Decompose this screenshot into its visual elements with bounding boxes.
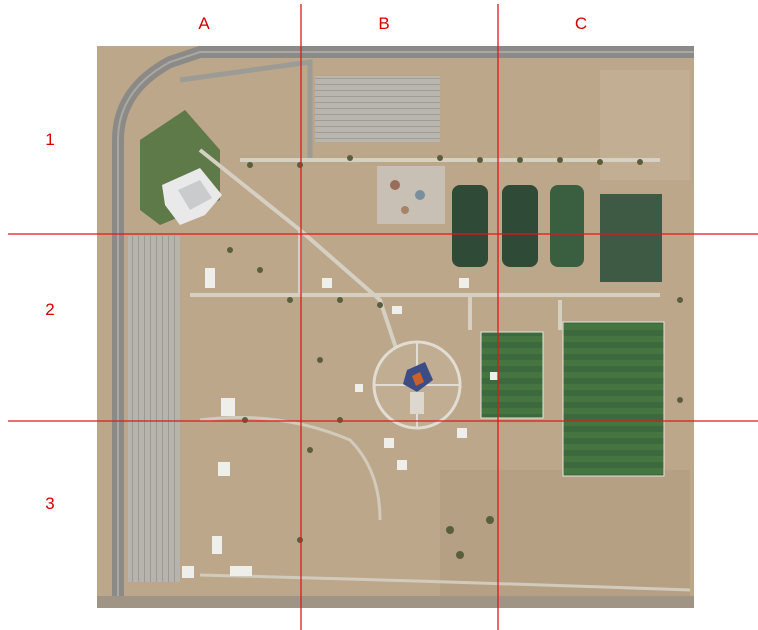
ground-patch <box>440 470 690 600</box>
covered-court-1 <box>452 185 488 267</box>
parking-lot-west <box>128 236 180 582</box>
covered-court-2 <box>502 185 538 267</box>
grid-row-label-2: 2 <box>45 300 55 319</box>
trees <box>227 155 683 559</box>
building-roof-shade <box>178 180 212 210</box>
walking-paths <box>190 148 660 361</box>
map-bottom-edge <box>97 596 694 608</box>
field-northeast <box>600 194 662 282</box>
playground <box>377 166 445 224</box>
covered-court-3 <box>550 185 584 267</box>
entrance-road <box>179 59 313 160</box>
road-centerline <box>117 51 694 608</box>
parking-lot-north <box>315 76 440 142</box>
soccer-field-large <box>562 321 665 477</box>
grid-lines <box>8 4 758 630</box>
grid-column-label-c: C <box>574 14 588 33</box>
ground-patch <box>600 70 690 180</box>
small-structures <box>182 268 498 578</box>
grid-column-label-a: A <box>198 14 210 33</box>
grid-row-label-3: 3 <box>45 494 55 513</box>
grid-row-label-1: 1 <box>45 130 55 149</box>
grid-column-label-b: B <box>378 14 390 33</box>
curved-path-south <box>199 416 382 521</box>
